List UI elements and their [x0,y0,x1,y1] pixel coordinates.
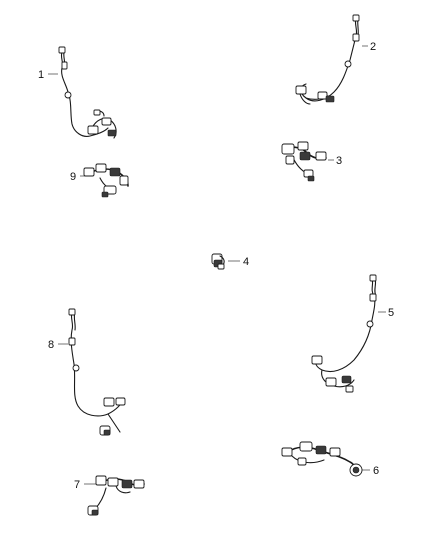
callout-1: 1 [38,69,44,81]
part-4-connector[interactable] [211,253,225,270]
callout-6: 6 [373,465,379,477]
callout-5: 5 [388,307,394,319]
callout-7: 7 [74,479,80,491]
callout-3: 3 [336,155,342,167]
callout-9: 9 [70,171,76,183]
part-3-connector-harness[interactable] [281,141,327,182]
part-2-wiring-harness[interactable] [295,14,360,105]
callout-4: 4 [243,256,249,268]
part-1-wiring-harness[interactable] [58,46,117,139]
part-6-wiring-harness[interactable] [281,441,363,477]
part-5-wiring-harness[interactable] [311,274,377,393]
part-9-connector-harness[interactable] [83,163,129,198]
callout-8: 8 [48,339,54,351]
part-7-wiring-harness[interactable] [87,475,145,516]
part-8-wiring-harness[interactable] [68,308,126,436]
callout-2: 2 [370,41,376,53]
